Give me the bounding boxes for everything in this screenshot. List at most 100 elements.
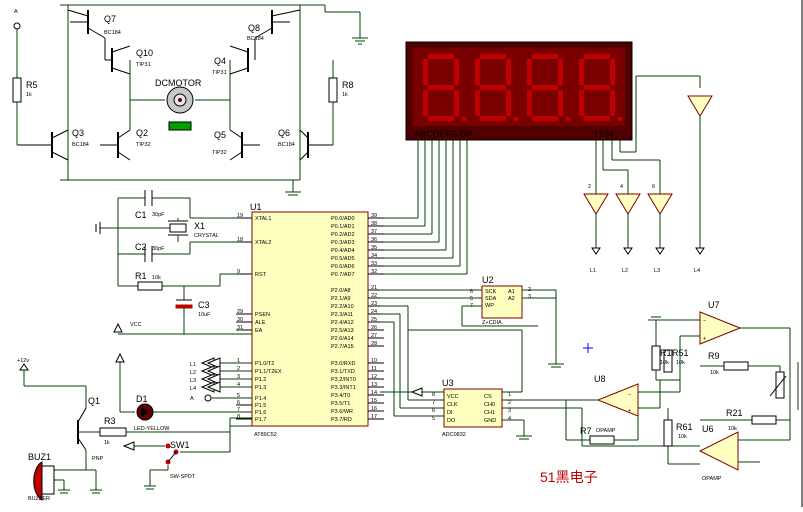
transistor-q10: Q10 TIP31 bbox=[104, 38, 153, 75]
r51-label: R51 bbox=[672, 348, 689, 358]
digit-pin-label: 1234 bbox=[594, 129, 614, 139]
opamp-u7: U7 − + bbox=[656, 300, 791, 406]
vcc-label: VCC bbox=[130, 322, 142, 328]
pin-label: P1.4 bbox=[255, 396, 266, 402]
q8-label: Q8 bbox=[248, 23, 260, 33]
pin-label: P0.4/AD4 bbox=[331, 248, 355, 254]
u2-pin-a1: A1 bbox=[508, 289, 515, 295]
q4-label: Q4 bbox=[214, 56, 226, 66]
q10-part: TIP31 bbox=[136, 62, 151, 68]
pin-number: 16 bbox=[371, 406, 377, 412]
q5-label: Q5 bbox=[214, 130, 226, 140]
pin-number: 4 bbox=[237, 382, 240, 388]
pin-number: 36 bbox=[371, 237, 377, 243]
pin-number: 9 bbox=[237, 269, 240, 275]
pin-number: 2 bbox=[237, 366, 240, 372]
resistor-r5: A R5 1k bbox=[12, 9, 38, 145]
pin-number: 8 bbox=[237, 414, 240, 420]
pin-number: 3 bbox=[237, 374, 240, 380]
u3-num-5: 5 bbox=[432, 416, 435, 422]
u2-num-5: 5 bbox=[470, 296, 473, 302]
pin-number: 7 bbox=[237, 407, 240, 413]
pin-number: 35 bbox=[371, 245, 377, 251]
pin-number: 37 bbox=[371, 229, 377, 235]
transistor-q2: Q2 TIP32 bbox=[100, 128, 151, 161]
pin-label: P3.3/INT1 bbox=[331, 385, 356, 391]
u3-label: U3 bbox=[442, 378, 454, 388]
q4-part: TIP31 bbox=[212, 70, 227, 76]
pin-label: P0.0/AD0 bbox=[331, 216, 355, 222]
r8-label: R8 bbox=[342, 80, 354, 90]
u3-pin-vcc: VCC bbox=[447, 394, 459, 400]
resistor-r21: R21 10k bbox=[700, 408, 790, 432]
pin-number: 21 bbox=[371, 285, 377, 291]
pin-label: XTAL2 bbox=[255, 240, 271, 246]
u3-pin-ch0: CH0 bbox=[484, 402, 495, 408]
pin-label: XTAL1 bbox=[255, 216, 271, 222]
pin-label: ALE bbox=[255, 320, 266, 326]
r8-value: 1k bbox=[342, 92, 348, 98]
resistor-r7: R7 OPAMP bbox=[565, 400, 639, 445]
reset-circuit: R1 10k C3 10uF VCC bbox=[113, 271, 252, 335]
u3-pin-clk: CLK bbox=[447, 402, 458, 408]
c3-value: 10uF bbox=[198, 312, 211, 318]
x1-part: CRYSTAL bbox=[194, 233, 219, 239]
r1b-value: 10k bbox=[660, 360, 669, 366]
q3-label: Q3 bbox=[72, 128, 84, 138]
pin-number: 29 bbox=[237, 309, 243, 315]
watermark-text: 51黑电子 bbox=[540, 469, 598, 485]
u3-part: ADC0832 bbox=[442, 432, 466, 438]
u6-label: U6 bbox=[702, 424, 714, 434]
clock-circuit: C1 30pF C2 30pF X1 CRYSTAL bbox=[95, 190, 252, 286]
svg-text:+: + bbox=[703, 336, 706, 342]
r9-label: R9 bbox=[708, 351, 720, 361]
pin-label: P3.1/TXD bbox=[331, 369, 355, 375]
r1-value: 10k bbox=[152, 275, 161, 281]
pin-label: P3.5/T1 bbox=[331, 401, 350, 407]
u3-pin-di: DI bbox=[447, 410, 453, 416]
pin-label: P0.3/AD3 bbox=[331, 240, 355, 246]
pin-number: 18 bbox=[237, 237, 243, 243]
q10-label: Q10 bbox=[136, 48, 153, 58]
pin-number: 39 bbox=[371, 213, 377, 219]
u2-num-6: 6 bbox=[470, 289, 473, 295]
r9-value: 10k bbox=[710, 370, 719, 376]
pin-number: 12 bbox=[371, 374, 377, 380]
pin-number: 30 bbox=[237, 317, 243, 323]
u3-pin-cs: CS bbox=[484, 394, 492, 400]
transistor-q3: Q3 BC184 bbox=[17, 128, 89, 161]
pin-label: P3.0/RXD bbox=[331, 361, 355, 367]
sw1-part: SW-SPDT bbox=[170, 474, 196, 480]
pin-number: 28 bbox=[371, 341, 377, 347]
u2-label: U2 bbox=[482, 275, 494, 285]
c1-value: 30pF bbox=[152, 212, 165, 218]
r7-label: R7 bbox=[580, 426, 592, 436]
u3-num-3: 3 bbox=[508, 408, 511, 414]
digit-group: 8888 bbox=[423, 54, 622, 121]
pin-label: P1.5 bbox=[255, 403, 266, 409]
pin-number: 38 bbox=[371, 221, 377, 227]
transistor-q5: Q5 TIP32 bbox=[212, 129, 260, 161]
buf3-num: 6 bbox=[652, 184, 655, 190]
pin-number: 26 bbox=[371, 325, 377, 331]
pin-label: P2.0/A8 bbox=[331, 288, 351, 294]
pin-label: EA bbox=[255, 328, 263, 334]
r51-value: 10k bbox=[676, 360, 685, 366]
resistor-r51: R51 10k R1 10k bbox=[648, 316, 689, 392]
u2-pin-sda: SDA bbox=[485, 296, 497, 302]
dc-motor: DCMOTOR bbox=[155, 78, 202, 131]
